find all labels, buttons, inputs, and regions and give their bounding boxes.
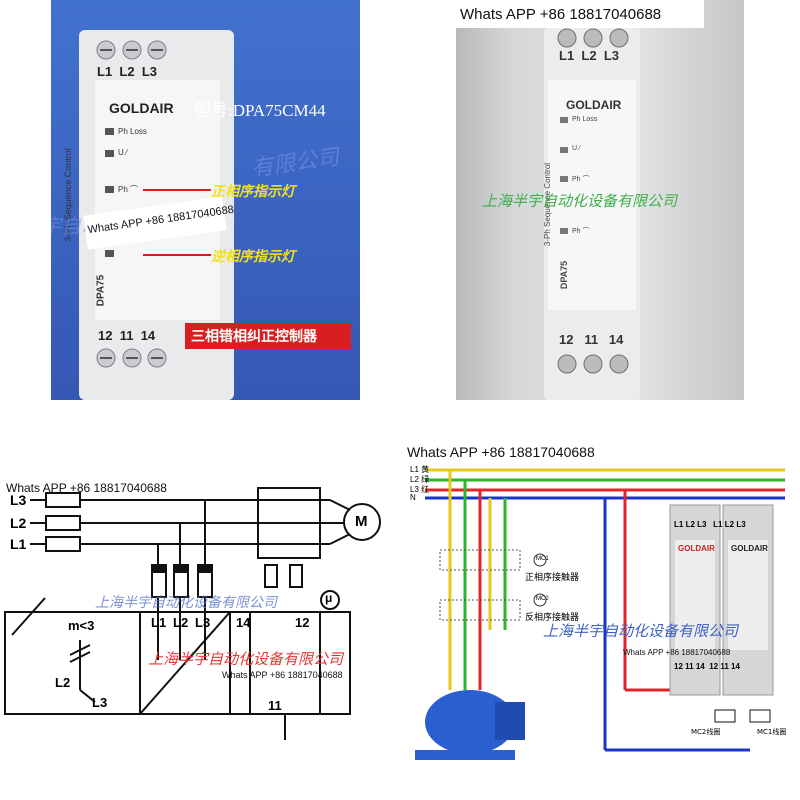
phase-l2: L2 bbox=[10, 515, 27, 531]
brand-logo: GOLDAIR bbox=[566, 98, 622, 112]
terminal-l3: L3 bbox=[603, 48, 619, 63]
led-ph1-label: Ph ⌒ bbox=[572, 176, 590, 183]
reverse-contactor-label: 反相序接触器 bbox=[525, 613, 580, 623]
terminal-14: 14 bbox=[608, 332, 624, 347]
terminal-14: 14 bbox=[140, 328, 156, 343]
t-11b: 11 bbox=[720, 662, 729, 671]
company-watermark: 上海半宇自动化设备有限公司 bbox=[482, 192, 678, 210]
led-ph-label: Ph ⌒ bbox=[118, 185, 139, 194]
line-l1: L1 黄 bbox=[410, 465, 430, 474]
led-u-label: U ⁄ bbox=[572, 145, 581, 152]
panel-wiring: Whats APP +86 18817040688 L1 黄 L2 绿 L3 红… bbox=[405, 440, 800, 800]
whatsapp-contact: Whats APP +86 18817040688 bbox=[460, 6, 662, 23]
mu-symbol: μ bbox=[325, 591, 333, 605]
terminal-12: 12 bbox=[559, 332, 574, 347]
terminal-12: 12 bbox=[295, 615, 310, 630]
t-l1a: L1 bbox=[674, 520, 684, 529]
terminal-l3: L3 bbox=[141, 64, 157, 79]
line-n: N bbox=[410, 493, 416, 502]
terminal-11: 11 bbox=[268, 698, 282, 713]
terminal-11: 11 bbox=[584, 332, 599, 347]
t-12b: 12 bbox=[709, 662, 719, 671]
t-14a: 14 bbox=[695, 662, 705, 671]
wiring-diagram bbox=[415, 468, 785, 760]
t-l1b: L1 bbox=[713, 520, 723, 529]
terminal-l1: L1 bbox=[97, 64, 113, 79]
motor-label: M bbox=[355, 513, 368, 530]
schematic-diagram bbox=[4, 487, 381, 740]
terminal-12: 12 bbox=[98, 328, 113, 343]
panel-product-labeled: GOLDAIR 型号:DPA75CM44 L1 L2 L3 12 11 14 P… bbox=[51, 0, 360, 400]
coil-l3: L3 bbox=[92, 695, 108, 710]
terminal-top-labels: L1 L2 L3 bbox=[97, 64, 157, 79]
m-label: m<3 bbox=[68, 618, 95, 633]
relay-top-terminals: L1 L2 L3 L1 L2 L3 bbox=[674, 520, 746, 529]
terminal-top-labels: L1 L2 L3 bbox=[559, 48, 619, 63]
terminal-bottom-labels: 12 11 14 bbox=[98, 328, 155, 343]
company-watermark: 上海半宇自动化设备有限公司 bbox=[543, 622, 739, 640]
line-l3: L3 红 bbox=[410, 485, 430, 494]
coil-l2: L2 bbox=[55, 675, 71, 690]
led-ph2-label: Ph ⌒ bbox=[572, 228, 590, 235]
product-name: 三相错相纠正控制器 bbox=[191, 329, 317, 345]
panel-product-photo: Whats APP +86 18817040688 GOLDAIR L1 L2 … bbox=[456, 0, 744, 400]
model-side: DPA75 bbox=[559, 260, 570, 290]
relay-drawing-photo bbox=[456, 0, 704, 400]
whatsapp-contact: Whats APP +86 18817040688 bbox=[6, 481, 167, 495]
terminal-l1: L1 bbox=[151, 615, 167, 630]
phase-l1: L1 bbox=[10, 536, 27, 552]
led-ph-loss-label: Ph Loss bbox=[572, 116, 598, 123]
pos-seq-label: 正相序指示灯 bbox=[211, 184, 295, 200]
t-11a: 11 bbox=[685, 662, 694, 671]
phase-l3: L3 bbox=[10, 492, 27, 508]
terminal-11: 11 bbox=[119, 328, 134, 343]
t-l3a: L3 bbox=[697, 520, 707, 529]
brand-logo: GOLDAIR bbox=[109, 100, 174, 116]
terminal-l1: L1 bbox=[559, 48, 575, 63]
t-l2b: L2 bbox=[724, 520, 735, 529]
forward-contactor-label: 正相序接触器 bbox=[525, 573, 580, 583]
company-watermark: 上海半宇自动化设备有限公司 bbox=[95, 595, 277, 611]
terminal-l2: L2 bbox=[119, 64, 135, 79]
terminal-l2: L2 bbox=[581, 48, 597, 63]
terminal-14: 14 bbox=[236, 615, 251, 630]
t-l3b: L3 bbox=[736, 520, 746, 529]
brand-logo-1: GOLDAIR bbox=[678, 544, 715, 553]
t-14b: 14 bbox=[731, 662, 740, 671]
led-u-label: U ⁄ bbox=[118, 148, 128, 157]
mc1-label: MC1 bbox=[536, 556, 549, 562]
t-l2a: L2 bbox=[685, 520, 695, 529]
whatsapp-contact-inner: Whats APP +86 18817040688 bbox=[623, 648, 731, 657]
neg-seq-label: 逆相序指示灯 bbox=[211, 249, 295, 265]
line-l2: L2 绿 bbox=[410, 475, 430, 484]
t-12a: 12 bbox=[674, 662, 683, 671]
whatsapp-contact: Whats APP +86 18817040688 bbox=[407, 444, 595, 460]
terminal-l2: L2 bbox=[173, 615, 189, 630]
relay-bottom-terminals: 12 11 14 12 11 14 bbox=[674, 662, 740, 671]
led-ph-loss-label: Ph Loss bbox=[118, 127, 147, 136]
mc1-coil-label: MC1线圈 bbox=[757, 728, 787, 736]
mc2-coil-label: MC2线圈 bbox=[691, 728, 721, 736]
mc2-label: MC2 bbox=[536, 596, 549, 602]
company-watermark-2: 上海半宇自动化设备有限公司 bbox=[148, 650, 344, 668]
model-side: DPA75 bbox=[95, 274, 107, 307]
terminal-bottom-labels: 12 11 14 bbox=[559, 332, 623, 347]
model-label: 型号:DPA75CM44 bbox=[194, 101, 326, 120]
terminal-l3: L3 bbox=[195, 615, 211, 630]
brand-logo-2: GOLDAIR bbox=[731, 544, 768, 553]
whatsapp-contact-inner: Whats APP +86 18817040688 bbox=[222, 670, 343, 680]
panel-schematic: Whats APP +86 18817040688 L3 L2 L1 M μ L… bbox=[0, 440, 400, 800]
